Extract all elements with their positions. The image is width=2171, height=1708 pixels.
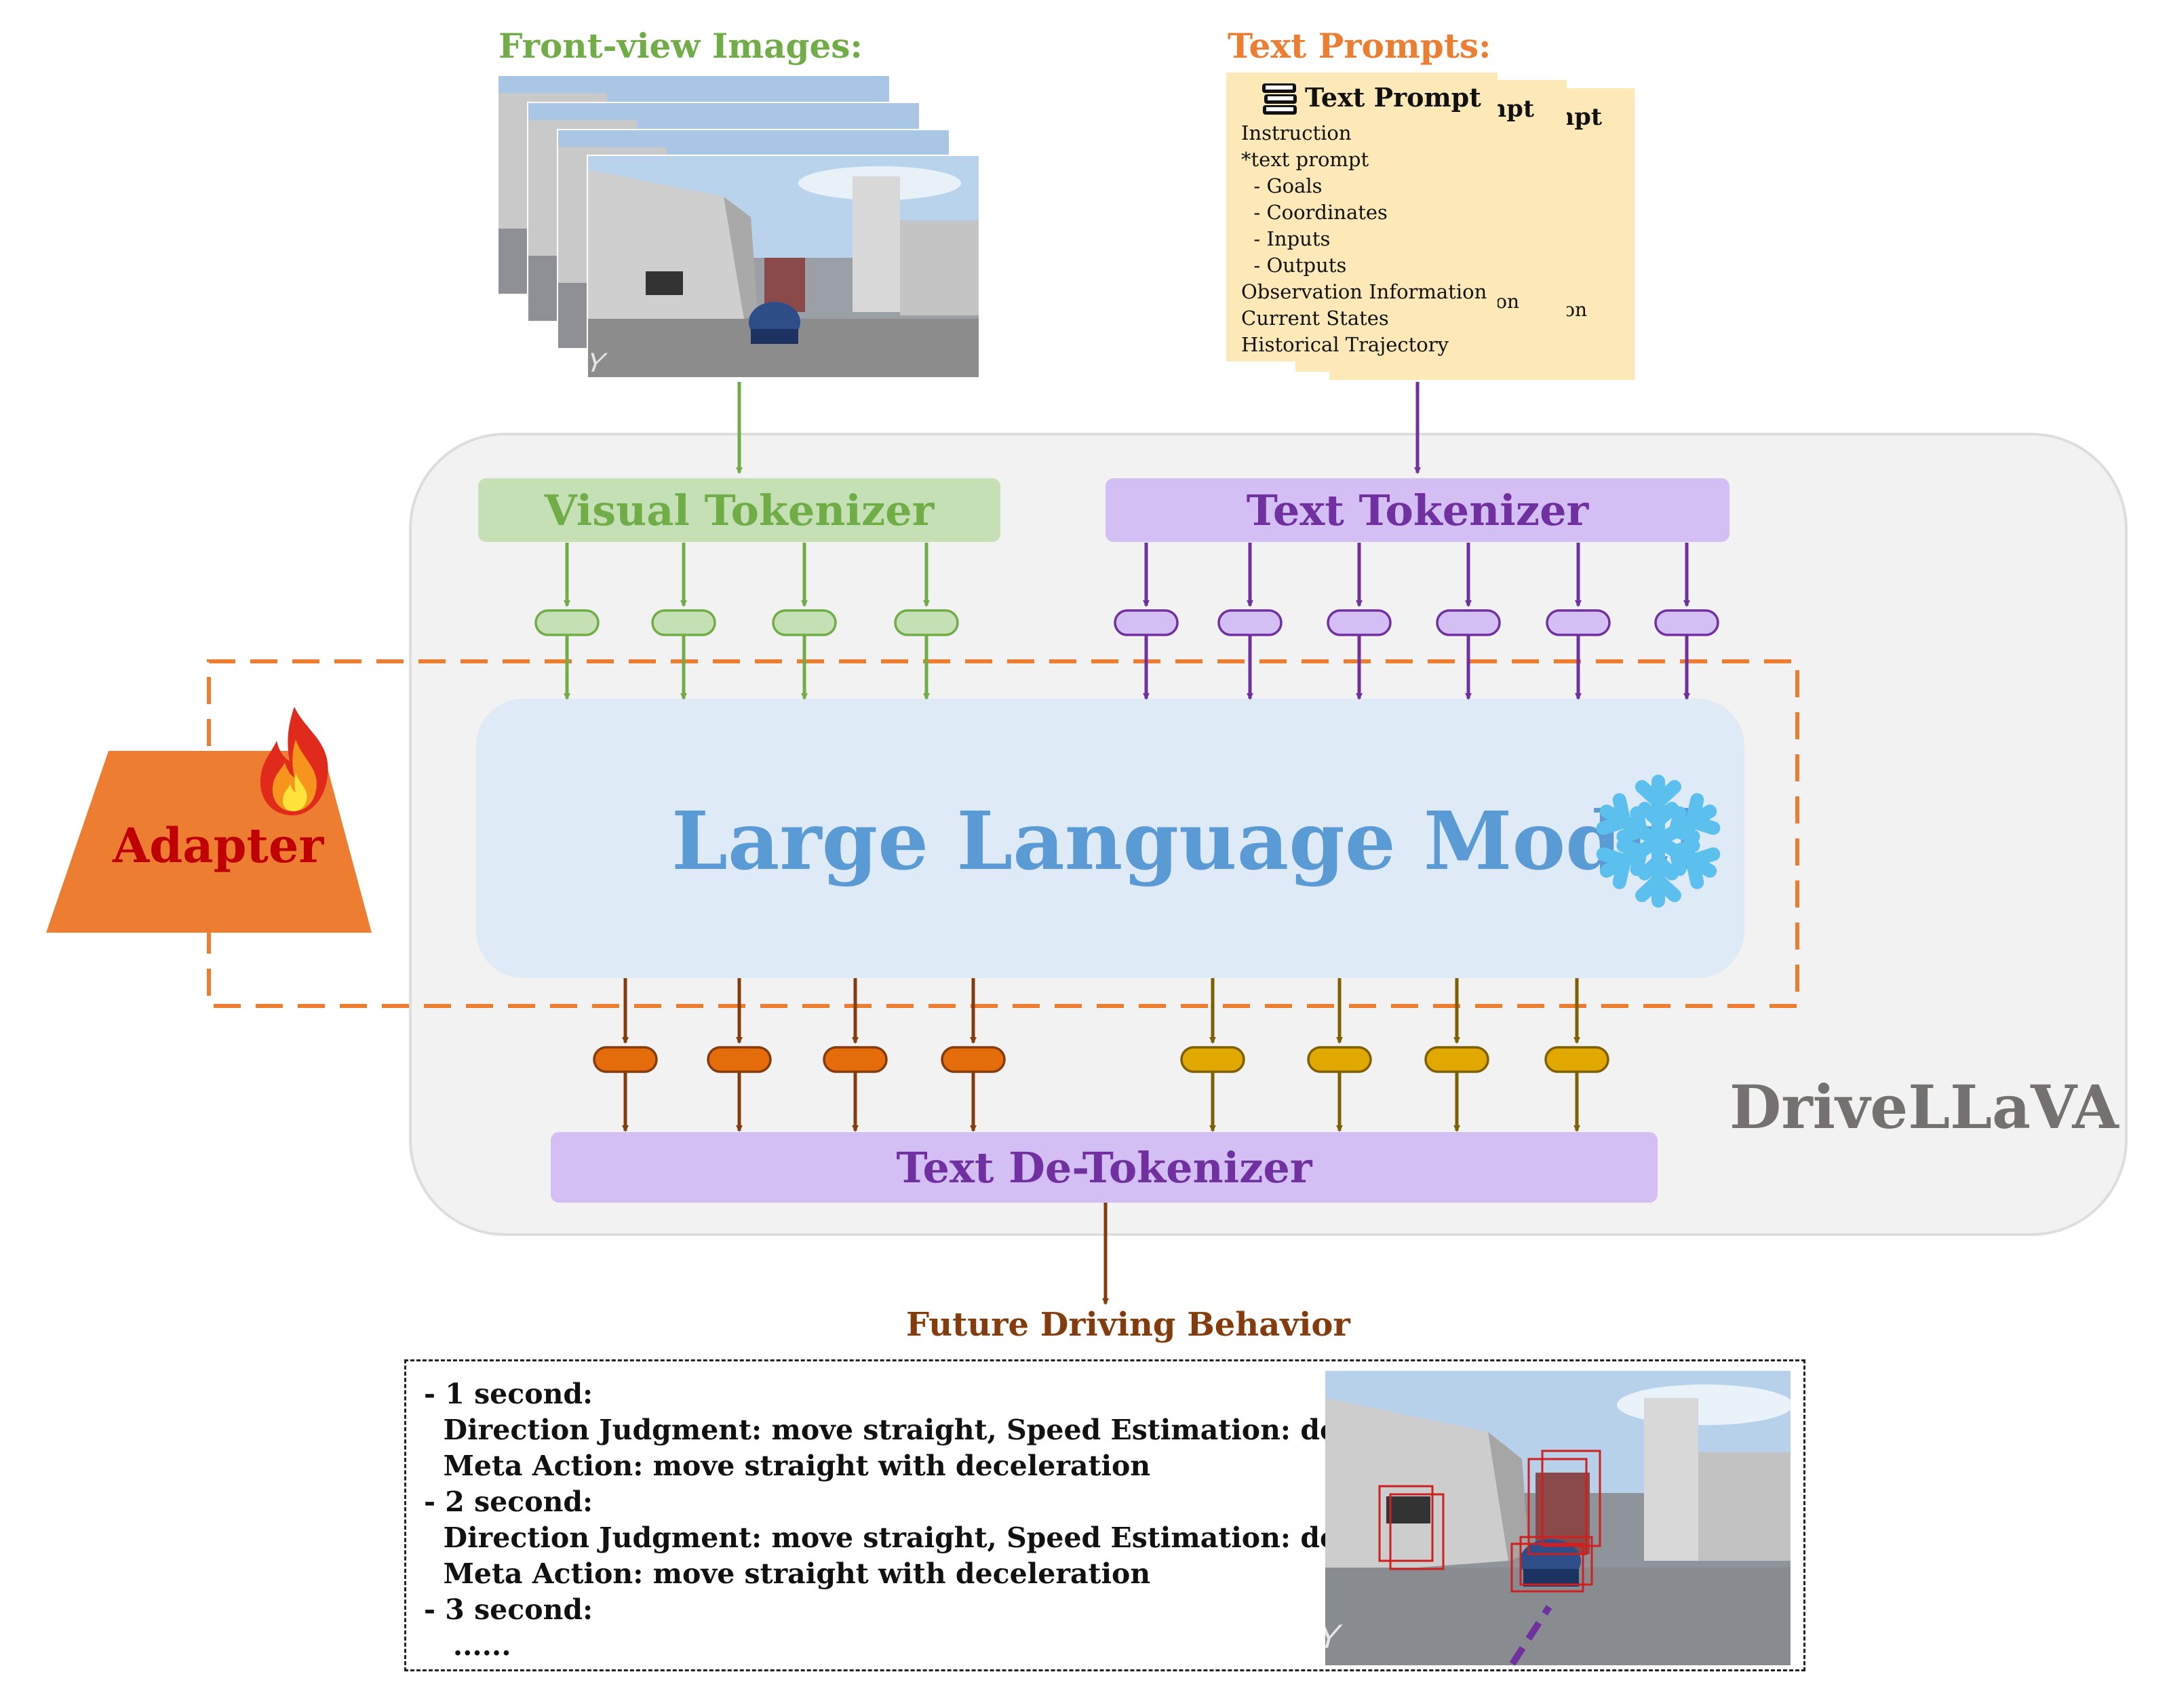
visual-token (772, 609, 837, 636)
prompt-line: Observation Information (1241, 280, 1487, 303)
predicted-trajectory (1509, 1605, 1552, 1665)
adapter-label: Adapter (113, 817, 324, 874)
prompt-line: Instruction (1241, 121, 1352, 144)
text-token (1436, 609, 1501, 636)
output-scene-image: ONLY (1325, 1371, 1791, 1665)
system-name: DriveLLaVA (1729, 1072, 2119, 1142)
output-title: Future Driving Behavior (906, 1306, 1350, 1344)
prompt-card-lines: Instruction *text prompt - Goals - Coordi… (1241, 120, 1487, 358)
visual-token (534, 609, 600, 636)
output-line: - 2 second: (424, 1486, 593, 1518)
bounding-boxes (1378, 1450, 1601, 1593)
adapter-dashed-frame (207, 659, 1799, 1008)
output-yellow-token (1424, 1046, 1489, 1073)
text-token (1114, 609, 1179, 636)
visual-tokenizer: Visual Tokenizer (478, 478, 1000, 542)
prompt-line: - Inputs (1241, 227, 1331, 250)
visual-token-group (534, 543, 959, 700)
book-stack-icon (1259, 79, 1301, 121)
prompt-card: Text Prompt Instruction *text prompt - Go… (1226, 73, 1498, 362)
output-line: - 1 second: (424, 1378, 593, 1410)
llm-box (476, 699, 1744, 978)
text-token-group (1114, 543, 1719, 700)
prompt-line: Historical Trajectory (1241, 333, 1449, 356)
text-detokenizer: Text De-Tokenizer (551, 1132, 1658, 1203)
prompt-line: Current States (1241, 307, 1389, 330)
output-line: - 3 second: (424, 1593, 593, 1626)
output-orange-token (593, 1046, 658, 1073)
output-line: Meta Action: move straight with decelera… (424, 1450, 1151, 1482)
fire-icon (252, 705, 337, 820)
output-orange-token-group (593, 978, 1006, 1132)
output-orange-token (823, 1046, 888, 1073)
output-orange-token (941, 1046, 1006, 1073)
visual-token (651, 609, 716, 636)
images-title: Front-view Images: (498, 26, 863, 66)
output-yellow-token (1544, 1046, 1609, 1073)
output-yellow-token-group (1180, 978, 1609, 1132)
llm-title: Large Language Model (671, 794, 1703, 888)
prompt-card-title: Text Prompt (1305, 82, 1481, 113)
text-token (1654, 609, 1719, 636)
text-token (1327, 609, 1392, 636)
output-line: Meta Action: move straight with decelera… (424, 1557, 1151, 1590)
output-orange-token (707, 1046, 772, 1073)
front-view-image-4: ONLY (587, 155, 980, 379)
text-tokenizer: Text Tokenizer (1106, 478, 1729, 542)
text-token (1217, 609, 1283, 636)
prompts-title: Text Prompts: (1228, 26, 1491, 66)
output-yellow-token (1307, 1046, 1372, 1073)
prompt-line: *text prompt (1241, 148, 1369, 171)
snowflake-icon (1590, 773, 1726, 912)
text-token (1546, 609, 1611, 636)
output-panel: - 1 second: Direction Judgment: move str… (404, 1359, 1805, 1671)
prompt-line: - Goals (1241, 174, 1323, 197)
prompt-line: - Outputs (1241, 254, 1347, 277)
output-yellow-token (1180, 1046, 1245, 1073)
visual-token (894, 609, 959, 636)
output-line: ...... (424, 1629, 511, 1662)
prompt-line: - Coordinates (1241, 201, 1388, 224)
